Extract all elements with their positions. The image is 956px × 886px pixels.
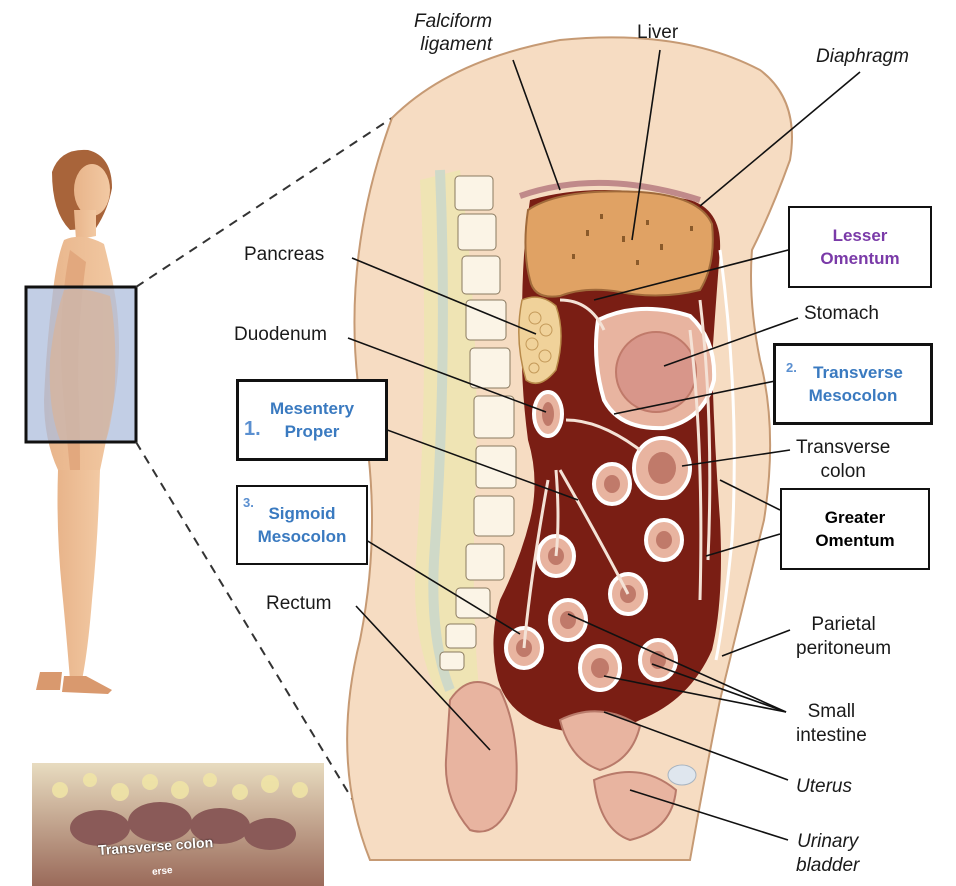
spine (428, 169, 517, 692)
sigmoid-mesocolon-number: 3. (243, 495, 254, 510)
mesentery-proper-line1: Mesentery (269, 399, 355, 418)
transverse-mesocolon-number: 2. (786, 360, 797, 375)
mesentery-proper-line2: Proper (284, 422, 340, 441)
mesentery-proper-number: 1. (244, 418, 261, 440)
projection-line-top (135, 117, 393, 288)
sigmoid-mesocolon-line1: Sigmoid (268, 504, 336, 523)
leader-lines (347, 49, 861, 841)
uterus-shape (558, 710, 642, 772)
label-urinary-bladder: Urinary bladder (796, 831, 860, 876)
inset-caption-partial: erse (151, 864, 174, 879)
greater-omentum-line2: Omentum (815, 531, 895, 550)
rectum-shape (444, 681, 518, 833)
label-duodenum: Duodenum (234, 324, 327, 345)
projection-line-bottom (135, 441, 381, 846)
box-greater-omentum: Greater Omentum (780, 488, 930, 570)
label-rectum: Rectum (266, 593, 332, 614)
box-mesentery-proper: Mesentery Proper (236, 379, 388, 461)
sigmoid-mesocolon-line2: Mesocolon (257, 527, 347, 546)
label-stomach: Stomach (804, 303, 879, 324)
greater-omentum-line1: Greater (824, 508, 886, 527)
box-transverse-mesocolon: Transverse Mesocolon (773, 343, 933, 425)
label-small-intestine: Small intestine (796, 701, 867, 746)
bladder-shape (592, 771, 678, 842)
label-pancreas: Pancreas (244, 244, 325, 265)
sagittal-section (346, 36, 793, 861)
label-transverse-colon: Transverse colon (796, 437, 891, 482)
lesser-omentum-line1: Lesser (832, 226, 888, 245)
inset-photo (32, 763, 324, 886)
label-diaphragm: Diaphragm (816, 46, 909, 67)
box-sigmoid-mesocolon: Sigmoid Mesocolon (236, 485, 368, 565)
label-liver: Liver (637, 22, 679, 43)
liver-shape (524, 190, 714, 298)
label-falciform-ligament: Falciform ligament (414, 11, 493, 55)
label-uterus: Uterus (796, 776, 852, 797)
label-parietal-peritoneum: Parietal peritoneum (796, 614, 892, 659)
lesser-omentum-line2: Omentum (820, 249, 900, 268)
transverse-mesocolon-line1: Transverse (813, 363, 903, 382)
box-lesser-omentum: Lesser Omentum (788, 206, 932, 288)
human-figure (24, 149, 138, 694)
transverse-mesocolon-line2: Mesocolon (808, 386, 898, 405)
pancreas-shape (518, 296, 562, 385)
